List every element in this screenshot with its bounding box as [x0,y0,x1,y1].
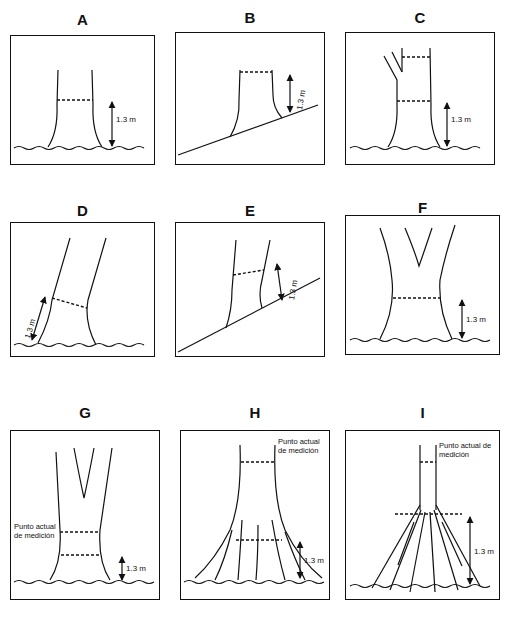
trunk-outline [401,48,402,72]
trunk-outline [195,445,240,578]
buttress-line [215,530,232,580]
trunk-outline [48,70,58,147]
measure-line [402,56,430,57]
height-arrow [111,102,112,146]
measure-line [420,461,436,462]
measure-line [57,99,93,100]
ground-line [14,581,154,584]
measure-line [240,71,272,72]
height-arrow [461,300,462,338]
trunk-outline [419,445,420,510]
measure-line [241,461,274,462]
height-arrow [469,517,470,584]
buttress-line [256,525,258,580]
tree-panel: G1.3 mPunto actual de medición [10,430,160,600]
tree-panel: H1.3 mPunto actual de medición [180,430,330,600]
trunk-outline [100,448,112,580]
tree-panel: C1.3 m [345,32,495,165]
height-label: 1.3 m [451,115,471,124]
measure-line [60,531,100,532]
panel-letter: F [346,199,499,216]
height-arrow [299,542,300,578]
trunk-outline [440,225,455,339]
panel-letter: A [11,11,154,28]
height-label: 1.3 m [466,315,486,324]
ground-line [350,147,480,150]
measure-line [233,270,264,275]
measure-line [52,298,87,308]
measurement-note: Punto actual de medición [439,442,495,459]
measurement-note: Punto actual de medición [14,523,60,540]
tree-panel: E1.3 m [175,222,325,357]
stilt-root [436,505,480,586]
height-label: 1.3 m [474,547,494,556]
tree-panel: B1.3 m [175,32,325,165]
height-label: 1.3 m [116,115,136,124]
trunk-outline [230,70,240,137]
trunk-outline [226,240,236,328]
measurement-note: Punto actual de medición [278,438,330,455]
tree-panel: A1.3 m [10,35,155,165]
trunk-outline [87,238,106,345]
panel-letter: E [176,202,324,219]
trunk-outline [260,240,270,308]
trunk-outline [92,70,102,147]
height-arrow [289,75,290,112]
trunk-outline [272,70,282,118]
tree-panel: F1.3 m [345,215,500,355]
height-label: 1.3 m [23,318,37,340]
trunk-outline [380,228,393,339]
height-arrow [277,264,282,300]
fork-outline [405,228,432,266]
ground-line [14,147,144,150]
trunk-outline [430,48,440,147]
ground-line [14,344,144,347]
trunk-outline [384,56,397,147]
measure-line [61,554,99,555]
tree-panel: D1.3 m [10,222,155,357]
height-label: 1.3 m [126,564,146,573]
height-label: 1.3 m [304,556,324,565]
measure-line [397,100,431,101]
panel-letter: B [176,9,324,26]
measure-line [236,539,282,540]
panel-letter: H [181,404,329,421]
branch-outline [392,52,402,72]
stilt-root [410,512,425,592]
panel-letter: G [11,404,159,421]
panel-letter: D [11,202,154,219]
buttress-line [272,520,285,580]
ground-line [184,581,324,584]
panel-letter: I [346,404,499,421]
measure-line [393,297,440,298]
fork-outline [74,448,94,498]
height-label: 1.3 m [287,279,299,300]
stilt-root [442,522,462,566]
stilt-root [398,522,414,565]
height-arrow [121,557,122,580]
trunk-outline [38,238,70,343]
buttress-line [285,532,305,580]
ground-line [350,339,490,342]
stilt-root [430,512,435,592]
slope-line [178,105,318,155]
buttress-line [238,520,242,580]
height-arrow [446,103,447,146]
height-label: 1.3 m [295,89,307,110]
trunk-outline [50,452,60,580]
tree-panel: I1.3 mPunto actual de medición [345,430,500,600]
panel-letter: C [346,9,494,26]
stilt-root [390,510,421,590]
slope-line [178,278,320,352]
ground-line [350,585,490,588]
trunk-outline [435,445,436,510]
measure-line [395,513,462,514]
